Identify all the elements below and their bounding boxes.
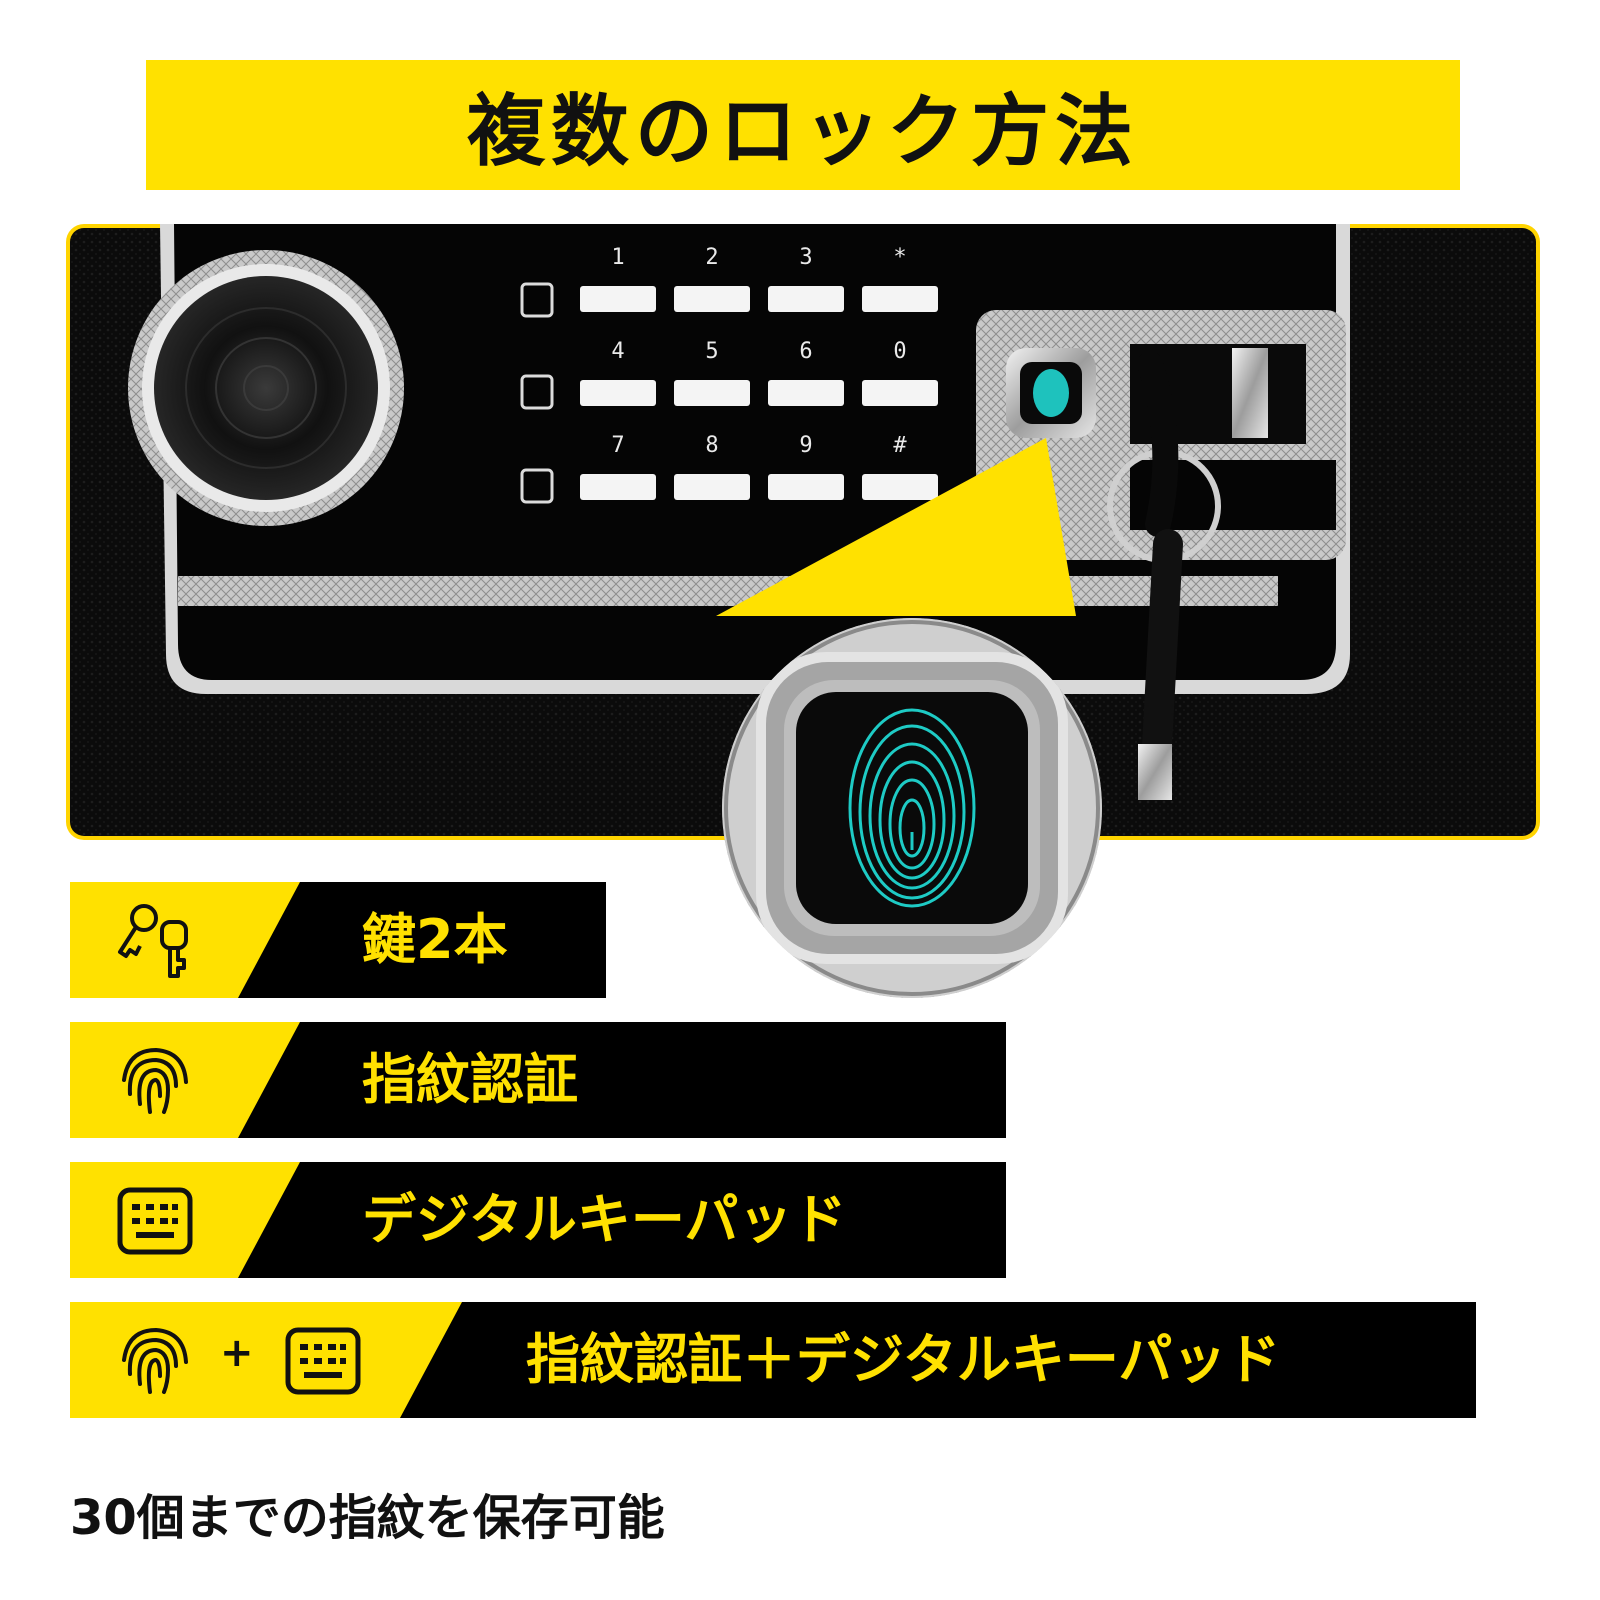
keypad-digit-label: 2 [705, 245, 718, 270]
keypad-key [768, 286, 844, 312]
keypad-key [674, 474, 750, 500]
keypad-digit-label: 9 [799, 433, 812, 458]
keypad-key [580, 474, 656, 500]
keypad-key [862, 474, 938, 500]
fingerprint-graphic [848, 708, 976, 908]
keypad-key [768, 380, 844, 406]
keypad-digit-label: 3 [799, 245, 812, 270]
keypad-digit-label: 4 [611, 339, 624, 364]
method-label: 指紋認証 [362, 1048, 578, 1111]
keypad-keys: 1 2 3 * 4 5 6 0 7 8 9 # [580, 245, 938, 500]
keypad-digit-label: 5 [705, 339, 718, 364]
keypad-digit-label: 0 [893, 339, 906, 364]
plus-sign: + [220, 1330, 254, 1376]
method-row-keys: 鍵2本 [70, 882, 606, 998]
keypad-key [580, 286, 656, 312]
method-row-keypad: デジタルキーパッド [70, 1162, 1006, 1278]
keypad-key [862, 380, 938, 406]
keypad-digit-label: 7 [611, 433, 624, 458]
method-label: 鍵2本 [362, 908, 508, 971]
fingerprint-sensor-zoom [722, 618, 1102, 998]
keypad-key [674, 286, 750, 312]
safe-panel-illustration: 1 2 3 * 4 5 6 0 7 8 9 # [70, 224, 1536, 836]
keypad-key [862, 286, 938, 312]
keypad-key [580, 380, 656, 406]
keypad-digit-label: 1 [611, 245, 624, 270]
safe-control-panel-photo: 1 2 3 * 4 5 6 0 7 8 9 # [66, 224, 1540, 840]
keypad-digit-label: # [893, 433, 907, 458]
fingerprint-icon [114, 1040, 196, 1122]
method-row-fingerprint-plus-keypad: + 指紋認証＋デジタルキーパッド [70, 1302, 1476, 1418]
keypad-digit-label: 8 [705, 433, 718, 458]
page-title: 複数のロック方法 [466, 87, 1139, 177]
keys-icon [114, 900, 196, 982]
keypad-key [674, 380, 750, 406]
title-banner: 複数のロック方法 [146, 60, 1460, 190]
method-label: 指紋認証＋デジタルキーパッド [526, 1328, 1281, 1391]
keypad-key [768, 474, 844, 500]
method-row-fingerprint: 指紋認証 [70, 1022, 1006, 1138]
keypad-icon [114, 1180, 196, 1262]
fingerprint-icon [114, 1320, 196, 1402]
keypad-digit-label: 6 [799, 339, 812, 364]
keypad-digit-label: * [893, 245, 906, 270]
keypad-icon [282, 1320, 364, 1402]
method-label: デジタルキーパッド [362, 1188, 847, 1251]
fingerprint-capacity-note: 30個までの指紋を保存可能 [70, 1490, 665, 1546]
fingerprint-zoom-illustration [722, 618, 1102, 998]
